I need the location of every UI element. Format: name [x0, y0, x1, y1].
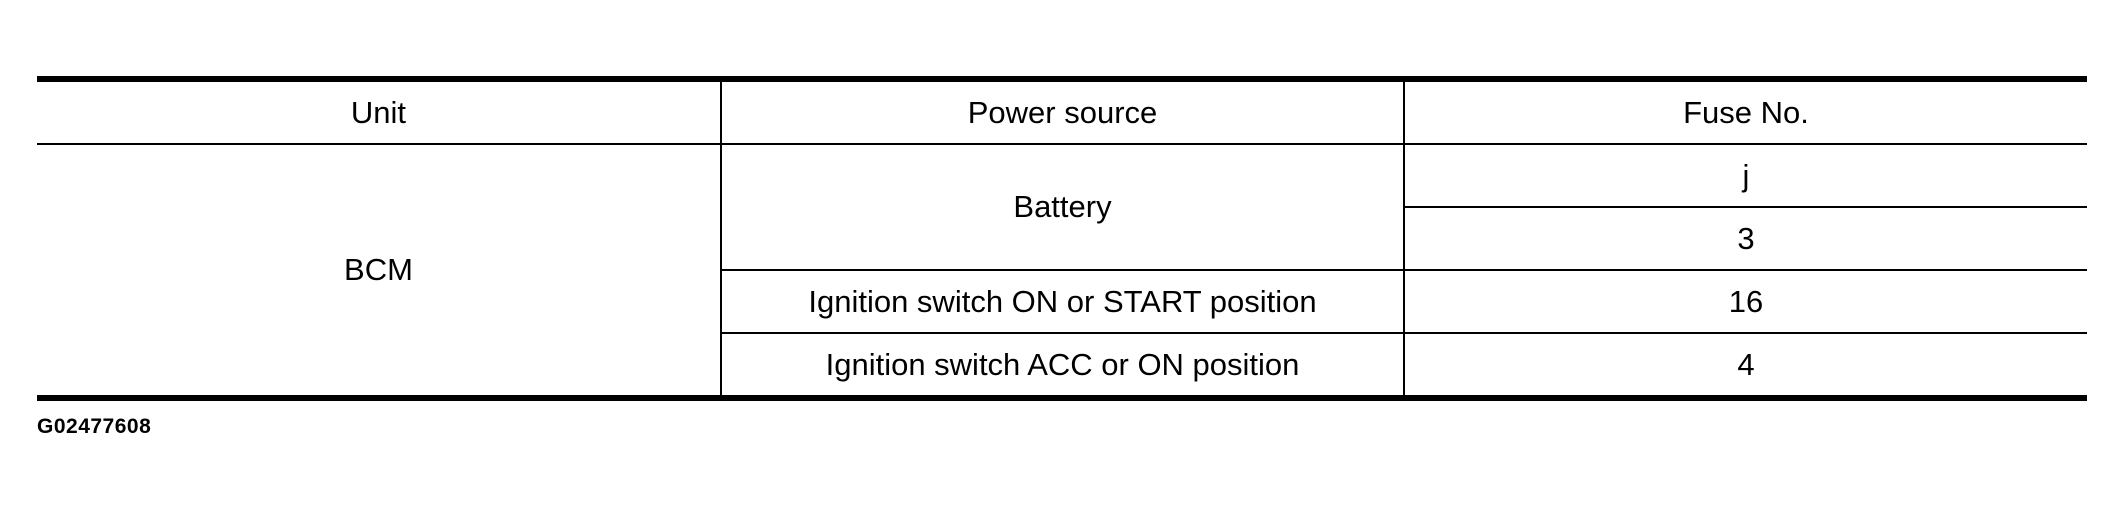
- power-source-cell: Battery: [720, 144, 1404, 271]
- fuse-cell: 16: [1403, 270, 2087, 334]
- figure-id: G02477608: [37, 415, 152, 438]
- header-unit: Unit: [37, 79, 721, 145]
- table-row: Ignition switch ON or START position 16: [37, 270, 2087, 334]
- header-power-source: Power source: [720, 79, 1404, 145]
- fuse-cell: j: [1403, 144, 2087, 208]
- table-row: Ignition switch ACC or ON position 4: [37, 333, 2087, 398]
- fuse-cell: 3: [1403, 207, 2087, 271]
- fuse-cell: 4: [1403, 333, 2087, 398]
- power-source-cell: Ignition switch ACC or ON position: [720, 333, 1404, 398]
- power-source-cell: Ignition switch ON or START position: [720, 270, 1404, 334]
- fuse-table: Unit Power source Fuse No. BCM Battery j…: [37, 76, 2087, 401]
- table-row: BCM Battery j: [37, 144, 2087, 399]
- header-row: Unit Power source Fuse No.: [37, 79, 2087, 145]
- unit-cell: BCM: [37, 144, 721, 399]
- table-row: 3: [37, 207, 2087, 271]
- header-fuse-no: Fuse No.: [1403, 79, 2087, 145]
